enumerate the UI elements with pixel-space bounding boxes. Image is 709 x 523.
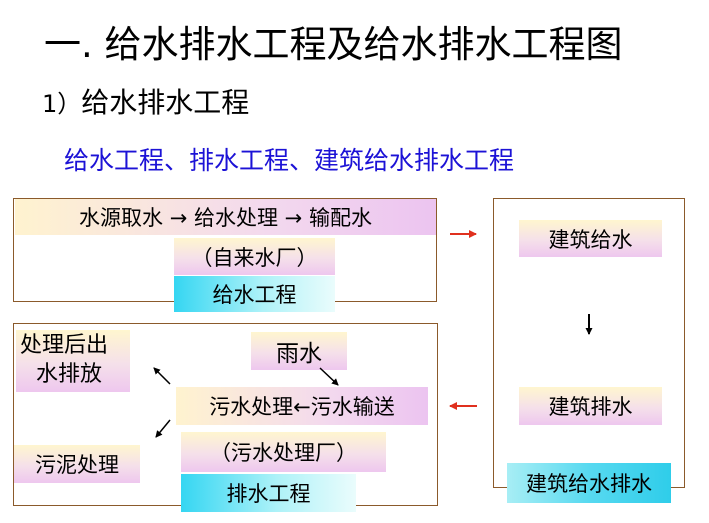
rain-to-sewage-arrow xyxy=(319,367,339,386)
sewage-plant-label: （污水处理厂） xyxy=(181,432,386,472)
sewage-to-sludge-arrow xyxy=(155,419,171,438)
sewage-to-discharge-arrow xyxy=(153,367,171,385)
supply-flow-label: 水源取水 → 给水处理 → 输配水 xyxy=(15,199,436,235)
treated-discharge-box xyxy=(16,330,130,392)
building-supply-label: 建筑给水 xyxy=(519,220,662,257)
drainage-engineering-label: 排水工程 xyxy=(181,474,356,512)
building-engineering-label: 建筑给水排水 xyxy=(507,463,671,503)
rainwater-label: 雨水 xyxy=(251,332,347,370)
treated-discharge-line1: 处理后出 xyxy=(20,333,109,358)
treated-discharge-line2: 水排放 xyxy=(36,362,103,387)
intro-line: 给水工程、排水工程、建筑给水排水工程 xyxy=(64,146,515,175)
supply-engineering-label: 给水工程 xyxy=(174,276,335,312)
section-heading-text: 给水排水工程 xyxy=(81,86,250,119)
section-heading: 1）给水排水工程 xyxy=(42,86,249,121)
sewage-flow-label: 污水处理←污水输送 xyxy=(176,387,428,425)
building-drain-label: 建筑排水 xyxy=(519,387,662,425)
sludge-treatment-label: 污泥处理 xyxy=(14,445,140,483)
section-number: 1） xyxy=(42,90,82,118)
page-title: 一. 给水排水工程及给水排水工程图 xyxy=(44,23,623,66)
supply-plant-label: （自来水厂） xyxy=(174,238,335,275)
